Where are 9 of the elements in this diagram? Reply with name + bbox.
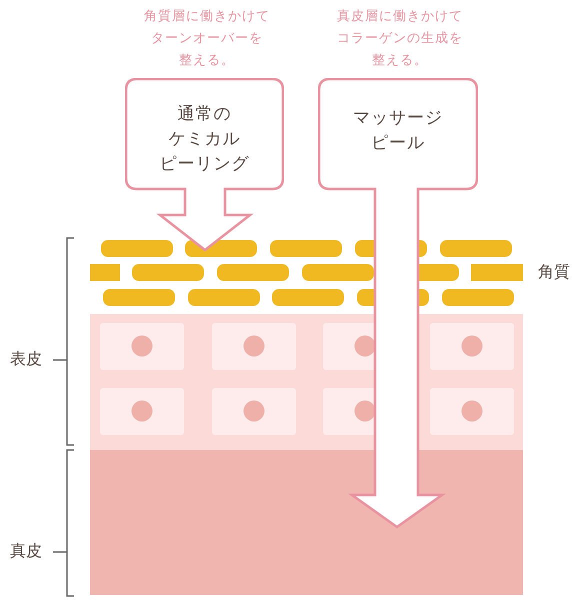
node-label: 真皮層に働きかけてコラーゲンの生成を整える。 xyxy=(337,8,463,70)
layer-label: 表皮 xyxy=(10,349,42,370)
arrow-callout xyxy=(125,78,284,252)
callout-text: 通常のケミカルピーリング xyxy=(158,103,250,176)
callout-text: マッサージピール xyxy=(352,107,444,155)
arrow-callout xyxy=(318,78,478,529)
layer-label: 真皮 xyxy=(10,541,42,562)
node-label: 角質層に働きかけてターンオーバーを整える。 xyxy=(144,8,270,70)
layer-label: 角質 xyxy=(538,262,570,283)
